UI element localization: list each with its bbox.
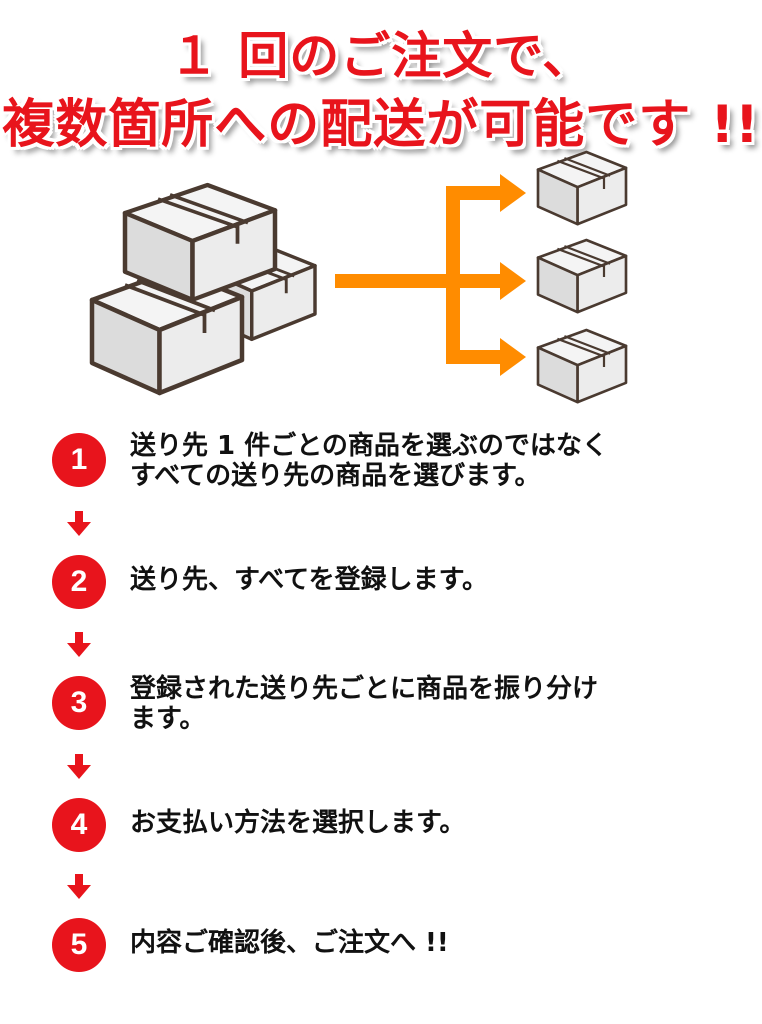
- step-number-badge: 5: [52, 918, 106, 972]
- step-number-badge: 4: [52, 798, 106, 852]
- down-arrow-icon: [67, 754, 91, 779]
- box-icon: [536, 238, 628, 314]
- box-icon: [536, 150, 628, 226]
- branch-arrow-icon: [335, 174, 526, 376]
- down-arrow-icon: [67, 874, 91, 899]
- step-number-badge: 1: [52, 433, 106, 487]
- headline-line-2: 複数箇所への配送が可能です !!: [2, 95, 760, 155]
- step-description: 送り先 1 件ごとの商品を選ぶのではなく すべての送り先の商品を選びます。: [130, 431, 608, 491]
- step-description: お支払い方法を選択します。: [130, 808, 466, 838]
- step-number-badge: 3: [52, 676, 106, 730]
- step-description: 内容ご確認後、ご注文へ !!: [130, 928, 449, 958]
- step-description: 送り先、すべてを登録します。: [130, 565, 489, 595]
- down-arrow-icon: [67, 632, 91, 657]
- step-description: 登録された送り先ごとに商品を振り分け ます。: [130, 674, 599, 734]
- step-number-badge: 2: [52, 555, 106, 609]
- headline-line-1: １ 回のご注文で、: [168, 27, 594, 85]
- stacked-boxes-icon: [92, 185, 317, 393]
- down-arrow-icon: [67, 511, 91, 536]
- multi-delivery-illustration: [0, 150, 628, 404]
- box-icon: [536, 328, 628, 404]
